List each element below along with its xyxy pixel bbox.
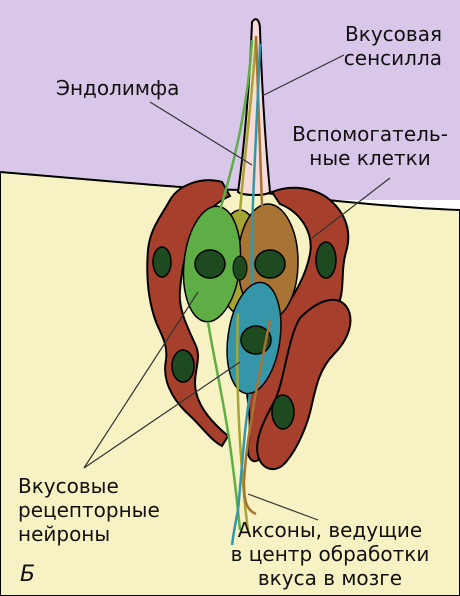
support-nucleus: [153, 247, 171, 277]
label-support-cells: Вспомогатель- ные клетки: [282, 122, 458, 170]
support-nucleus: [172, 350, 194, 382]
label-receptor-neurons: Вкусовые рецепторные нейроны: [18, 474, 188, 546]
receptor-nucleus: [195, 250, 225, 278]
receptor-nucleus: [255, 250, 285, 278]
receptor-nucleus: [233, 256, 247, 280]
label-taste-sensilla: Вкусовая сенсилла: [300, 22, 442, 70]
support-nucleus: [316, 242, 336, 278]
panel-letter: Б: [20, 563, 50, 587]
label-endolymph: Эндолимфа: [56, 76, 216, 100]
label-axons: Аксоны, ведущие в центр обработки вкуса …: [202, 518, 458, 590]
support-nucleus: [272, 395, 294, 429]
